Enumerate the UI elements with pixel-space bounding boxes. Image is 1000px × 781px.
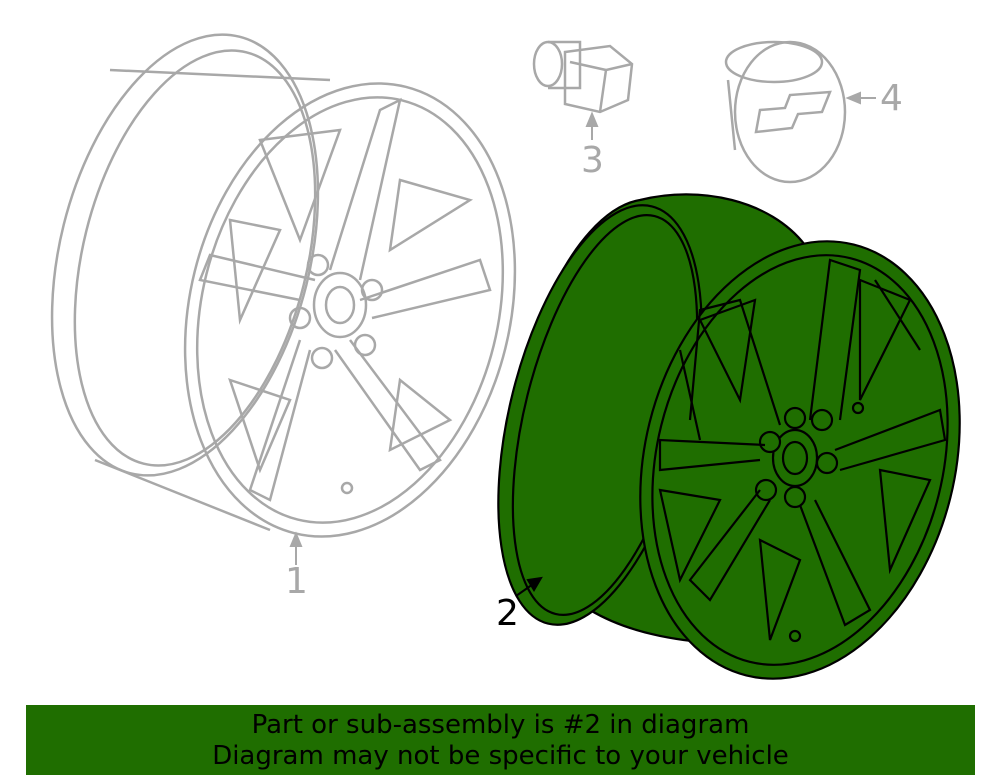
leader-2 xyxy=(515,576,543,597)
lug-nut-part-3 xyxy=(532,40,634,114)
center-cap-part-4 xyxy=(724,40,847,184)
parts-diagram: 1 3 4 xyxy=(50,33,961,680)
callout-4: 4 xyxy=(880,78,903,119)
leader-4 xyxy=(845,91,876,105)
banner-line-2: Diagram may not be specific to your vehi… xyxy=(212,741,789,771)
callout-2: 2 xyxy=(496,593,519,634)
banner-line-1: Part or sub-assembly is #2 in diagram xyxy=(251,710,750,740)
leader-1 xyxy=(289,531,303,565)
leader-3 xyxy=(585,111,599,140)
wheel-part-1 xyxy=(50,33,517,538)
callout-1: 1 xyxy=(285,561,308,602)
info-banner: Part or sub-assembly is #2 in diagram Di… xyxy=(26,705,975,775)
callout-3: 3 xyxy=(581,140,604,181)
wheel-part-2 xyxy=(497,193,961,680)
